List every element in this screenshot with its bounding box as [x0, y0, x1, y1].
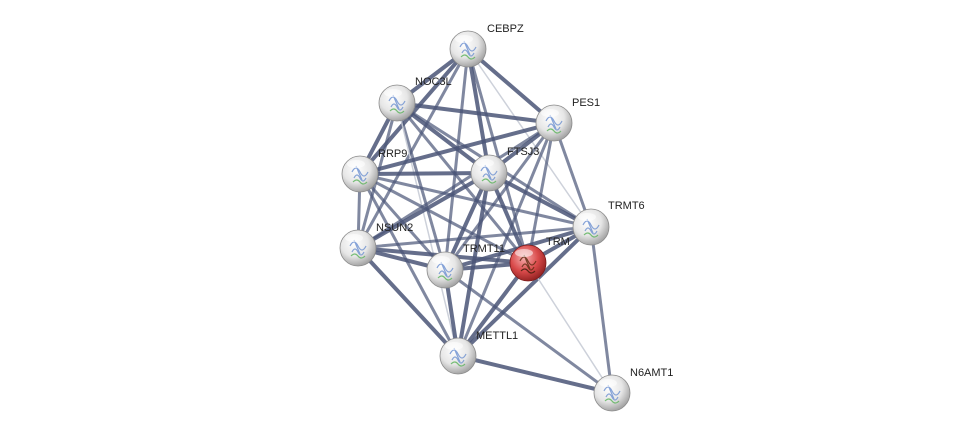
edge-ftsj3-nsun2 — [356, 171, 491, 250]
node-label: NSUN2 — [376, 222, 413, 234]
protein-structure-icon — [437, 275, 453, 281]
edge-cebpz-trmt11 — [443, 47, 470, 272]
node-label: NOC3L — [415, 76, 452, 88]
node-label: TRM — [546, 236, 570, 248]
protein-structure-icon — [459, 40, 477, 57]
protein-structure-icon — [583, 232, 599, 238]
edge-cebpz-trm — [466, 47, 530, 265]
protein-structure-icon — [352, 179, 368, 185]
node-highlight — [599, 379, 617, 387]
node-cebpz[interactable]: CEBPZ — [449, 23, 524, 68]
node-highlight — [455, 35, 473, 43]
edge-cebpz-ftsj3 — [466, 47, 491, 175]
edge-rrp9-mettl1 — [358, 172, 460, 358]
node-label: RRP9 — [378, 148, 407, 160]
edge-cebpz-rrp9 — [358, 47, 470, 176]
edge-trmt11-n6amt1 — [443, 268, 614, 395]
edge-pes1-mettl1 — [456, 121, 556, 358]
node-n6amt1[interactable]: N6AMT1 — [593, 367, 673, 412]
protein-structure-icon — [349, 239, 367, 256]
protein-structure-icon — [519, 254, 537, 271]
protein-structure-icon — [388, 94, 406, 111]
node-highlight — [345, 234, 363, 242]
node-trmt6[interactable]: TRMT6 — [572, 200, 645, 246]
node-highlight — [432, 256, 450, 264]
protein-structure-icon — [436, 261, 454, 278]
protein-structure-icon — [460, 54, 476, 60]
protein-structure-icon — [520, 268, 536, 274]
protein-structure-icon — [389, 108, 405, 114]
node-highlight — [476, 159, 494, 167]
edge-trm-n6amt1 — [527, 262, 613, 394]
protein-structure-icon — [603, 384, 621, 401]
node-trm[interactable]: TRM — [509, 236, 570, 282]
node-ftsj3[interactable]: FTSJ3 — [470, 146, 539, 192]
edge-trmt6-nsun2 — [356, 225, 593, 250]
protein-structure-icon — [546, 128, 562, 134]
protein-structure-icon — [449, 347, 467, 364]
protein-structure-icon — [450, 361, 466, 367]
edge-ftsj3-trmt6 — [487, 171, 593, 229]
edge-pes1-trm — [526, 121, 556, 265]
node-rrp9[interactable]: RRP9 — [341, 148, 407, 193]
node-highlight — [347, 160, 365, 168]
node-label: PES1 — [572, 97, 600, 109]
edge-rrp9-trm — [358, 172, 530, 265]
protein-structure-icon — [604, 398, 620, 404]
edge-mettl1-n6amt1 — [456, 354, 614, 395]
protein-structure-icon — [481, 178, 497, 184]
edge-cebpz-pes1 — [466, 47, 556, 125]
node-label: TRMT11 — [463, 243, 505, 255]
edge-ftsj3-mettl1 — [456, 171, 491, 358]
protein-structure-icon — [545, 114, 563, 131]
node-pes1[interactable]: PES1 — [535, 97, 600, 142]
node-mettl1[interactable]: METTL1 — [439, 330, 518, 375]
edge-noc3l-mettl1 — [396, 102, 459, 357]
edge-noc3l-pes1 — [395, 101, 556, 125]
edge-trm-mettl1 — [456, 261, 530, 358]
protein-structure-icon — [350, 253, 366, 259]
node-highlight — [445, 342, 463, 350]
edge-trmt6-mettl1 — [456, 225, 593, 358]
edge-cebpz-nsun2 — [356, 47, 470, 250]
protein-structure-icon — [351, 165, 369, 182]
edge-nsun2-mettl1 — [356, 246, 460, 358]
protein-structure-icon — [582, 218, 600, 235]
node-label: METTL1 — [476, 330, 518, 342]
node-noc3l[interactable]: NOC3L — [378, 76, 452, 122]
edge-noc3l-ftsj3 — [395, 101, 491, 175]
node-label: CEBPZ — [487, 23, 524, 35]
node-highlight — [384, 89, 402, 97]
node-highlight — [578, 213, 596, 221]
node-highlight — [515, 249, 533, 257]
node-label: FTSJ3 — [507, 146, 539, 158]
edge-pes1-rrp9 — [358, 121, 556, 176]
edge-rrp9-ftsj3 — [358, 171, 491, 176]
node-nsun2[interactable]: NSUN2 — [339, 222, 413, 267]
protein-structure-icon — [480, 164, 498, 181]
node-label: N6AMT1 — [630, 367, 673, 379]
node-trmt11[interactable]: TRMT11 — [426, 243, 505, 289]
node-highlight — [541, 109, 559, 117]
edge-trmt6-n6amt1 — [589, 225, 614, 395]
node-label: TRMT6 — [608, 200, 645, 212]
